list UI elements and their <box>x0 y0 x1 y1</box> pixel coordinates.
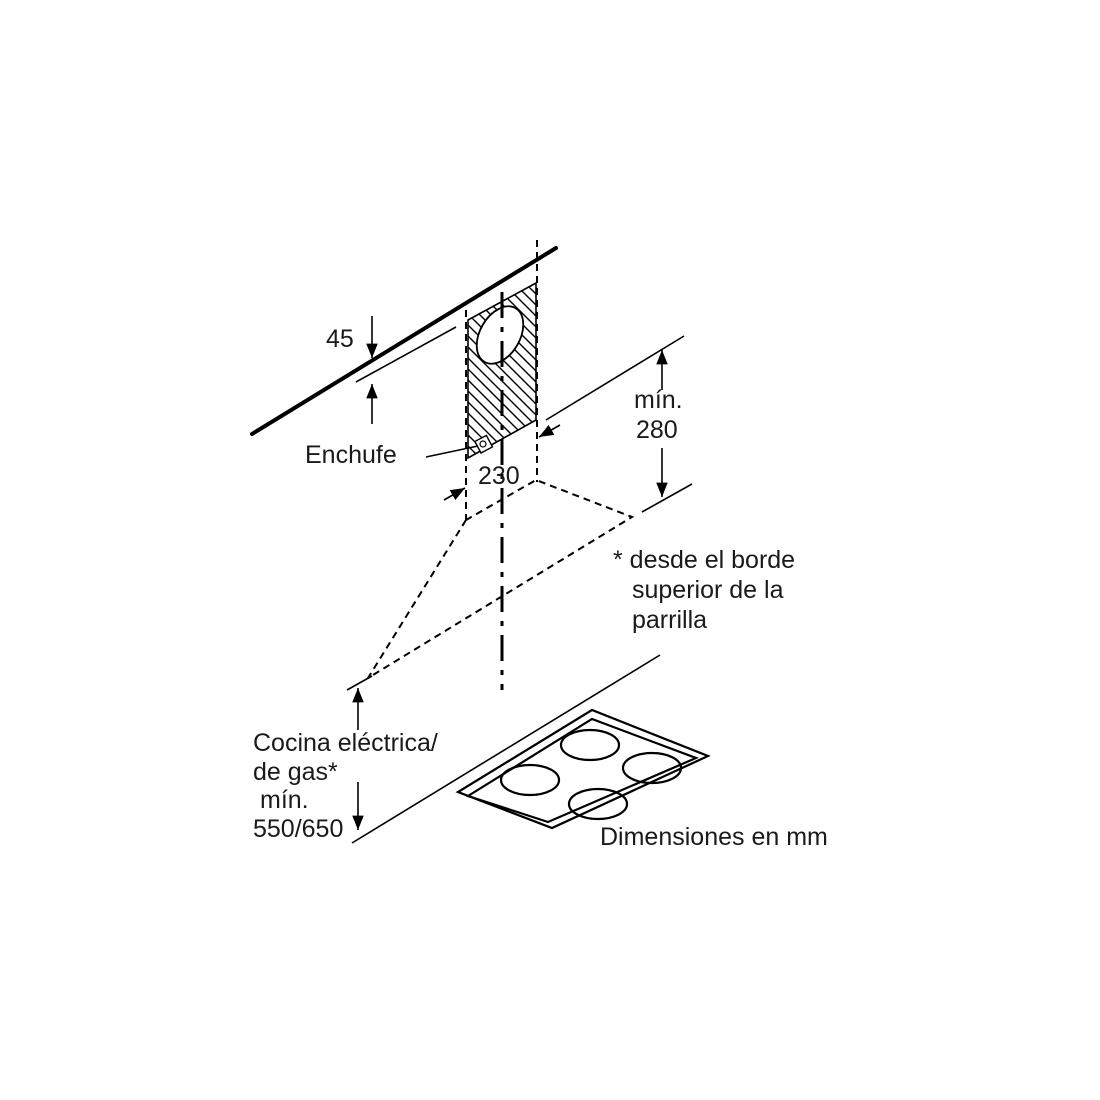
label-230: 230 <box>478 462 520 490</box>
note-line2: superior de la <box>632 576 784 604</box>
hatch-line <box>460 97 545 182</box>
hatch-line <box>468 283 536 326</box>
cooktop-hob <box>455 708 711 830</box>
label-min-280-line2: 280 <box>636 416 678 444</box>
note-line1: * desde el borde <box>613 546 795 574</box>
label-socket: Enchufe <box>305 441 397 469</box>
cooker-line1: Cocina eléctrica/ <box>253 729 438 757</box>
hatch-line <box>460 196 545 281</box>
socket-icon <box>473 434 494 454</box>
hatch-line <box>460 20 545 105</box>
hood-bottom-reference-line <box>346 675 373 691</box>
hatch-line <box>460 108 545 193</box>
cooker-line4: 550/650 <box>253 815 343 843</box>
socket-leader <box>425 445 479 458</box>
label-min-280-line1: mín. <box>634 386 683 414</box>
hatch-line <box>460 185 545 270</box>
hatch-line <box>460 130 545 215</box>
cooker-line2: de gas* <box>253 758 338 786</box>
hatch-line <box>460 86 545 171</box>
worktop-front-line <box>351 654 661 844</box>
note-line3: parrilla <box>632 606 707 634</box>
hatch-line <box>468 283 536 304</box>
hatch-line <box>468 393 536 458</box>
hatch-line <box>460 174 545 259</box>
hatch-line <box>468 327 536 414</box>
hatch-line <box>460 75 545 160</box>
units-label: Dimensiones en mm <box>600 823 828 851</box>
hatch-line <box>468 283 536 315</box>
hatch-line <box>468 415 536 458</box>
cooker-line3: mín. <box>260 786 309 814</box>
hood-outline <box>367 478 635 679</box>
hatch-line <box>460 141 545 226</box>
hatch-line <box>460 42 545 127</box>
hatch-line <box>468 338 536 425</box>
hatch-line <box>460 152 545 237</box>
hatch-line <box>460 31 545 116</box>
label-45: 45 <box>326 325 354 353</box>
duct-opening <box>475 305 525 365</box>
hatch-line <box>468 437 536 458</box>
dimension-230 <box>443 424 561 501</box>
hatch-line <box>460 64 545 149</box>
hatch-line <box>460 163 545 248</box>
dimension-45 <box>355 316 457 424</box>
hatch-line <box>460 53 545 138</box>
ceiling-line <box>250 246 558 436</box>
wall-line-lower <box>641 483 693 513</box>
hatch-line <box>460 119 545 204</box>
